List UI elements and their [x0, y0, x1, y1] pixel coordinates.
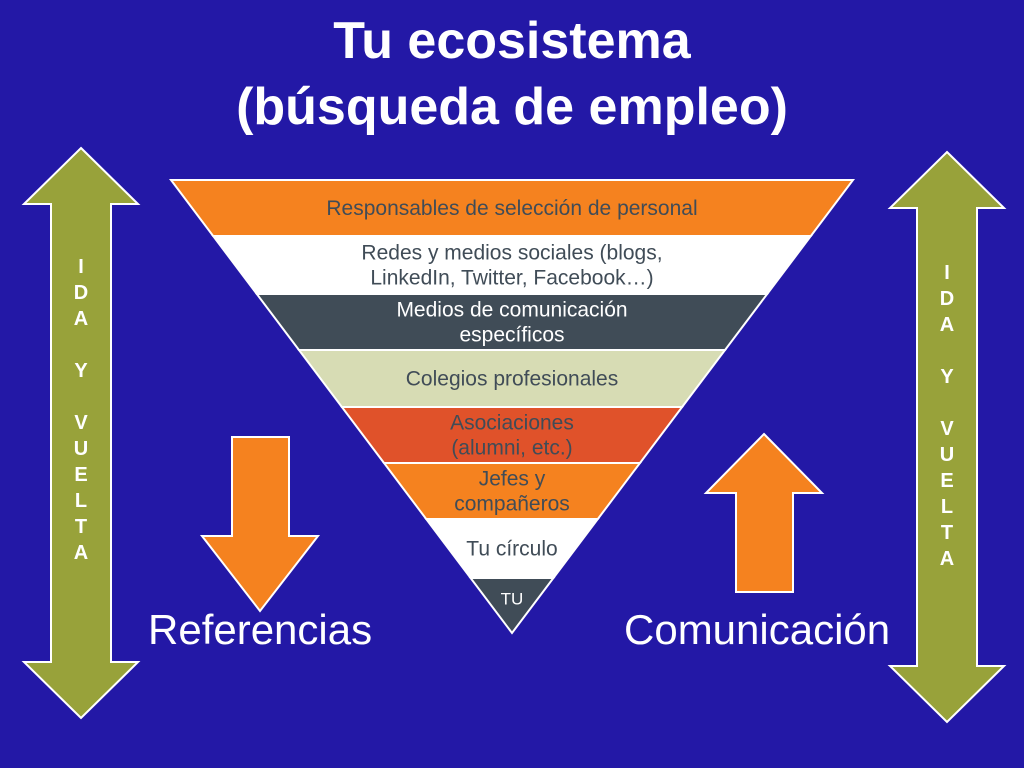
- pyramid-layer-label: Jefes y: [479, 468, 546, 491]
- up-arrow: [703, 432, 825, 593]
- title-line-2: (búsqueda de empleo): [236, 78, 788, 136]
- down-arrow: [199, 436, 321, 613]
- right-side-letter: T: [940, 522, 954, 544]
- right-side-letter: E: [940, 470, 954, 492]
- title-line-1: Tu ecosistema: [333, 12, 691, 70]
- left-side-letter: L: [74, 490, 88, 512]
- comunicacion-label: Comunicación: [624, 606, 891, 653]
- right-side-letter: V: [940, 418, 954, 440]
- left-side-letter: D: [73, 282, 89, 304]
- referencias-label: Referencias: [148, 606, 373, 653]
- right-side-letter: U: [939, 444, 955, 466]
- right-side-letter: L: [940, 496, 954, 518]
- left-side-letter: V: [74, 412, 88, 434]
- inverted-pyramid: Responsables de selección de personalRed…: [168, 179, 856, 635]
- left-side-letter: A: [73, 542, 89, 564]
- right-side-letter: A: [939, 548, 955, 570]
- left-side-letter: [66, 384, 96, 410]
- pyramid-layer-label: Responsables de selección de personal: [326, 197, 697, 220]
- pyramid-layer-label: Asociaciones: [450, 412, 574, 435]
- right-side-letter: Y: [940, 366, 954, 388]
- right-side-letter: [932, 338, 962, 364]
- right-side-letter: D: [939, 288, 955, 310]
- pyramid-layer-label: TU: [501, 590, 524, 609]
- pyramid-layer: [468, 577, 556, 635]
- left-side-letter: E: [74, 464, 88, 486]
- pyramid-layer-label: compañeros: [454, 493, 570, 516]
- pyramid-layer-label: específicos: [459, 324, 564, 347]
- left-side-letter: Y: [74, 360, 88, 382]
- pyramid-layer-label: Tu círculo: [466, 538, 557, 561]
- right-side-letter: A: [939, 314, 955, 336]
- left-side-letter: T: [74, 516, 88, 538]
- pyramid-layer-label: LinkedIn, Twitter, Facebook…): [370, 267, 653, 290]
- left-double-arrow: [21, 146, 141, 720]
- right-double-arrow: [887, 150, 1007, 724]
- left-side-letter: U: [73, 438, 89, 460]
- pyramid-layer-label: Colegios profesionales: [406, 368, 618, 391]
- left-side-letter: A: [73, 308, 89, 330]
- right-side-letter: I: [944, 262, 950, 284]
- left-side-letter: [66, 332, 96, 358]
- pyramid-layer-label: Redes y medios sociales (blogs,: [361, 242, 662, 265]
- slide-title: Tu ecosistema (búsqueda de empleo): [0, 8, 1024, 140]
- pyramid-layer-label: (alumni, etc.): [451, 437, 572, 460]
- pyramid-layer-label: Medios de comunicación: [396, 299, 627, 322]
- right-side-letter: [932, 390, 962, 416]
- left-side-letter: I: [78, 256, 84, 278]
